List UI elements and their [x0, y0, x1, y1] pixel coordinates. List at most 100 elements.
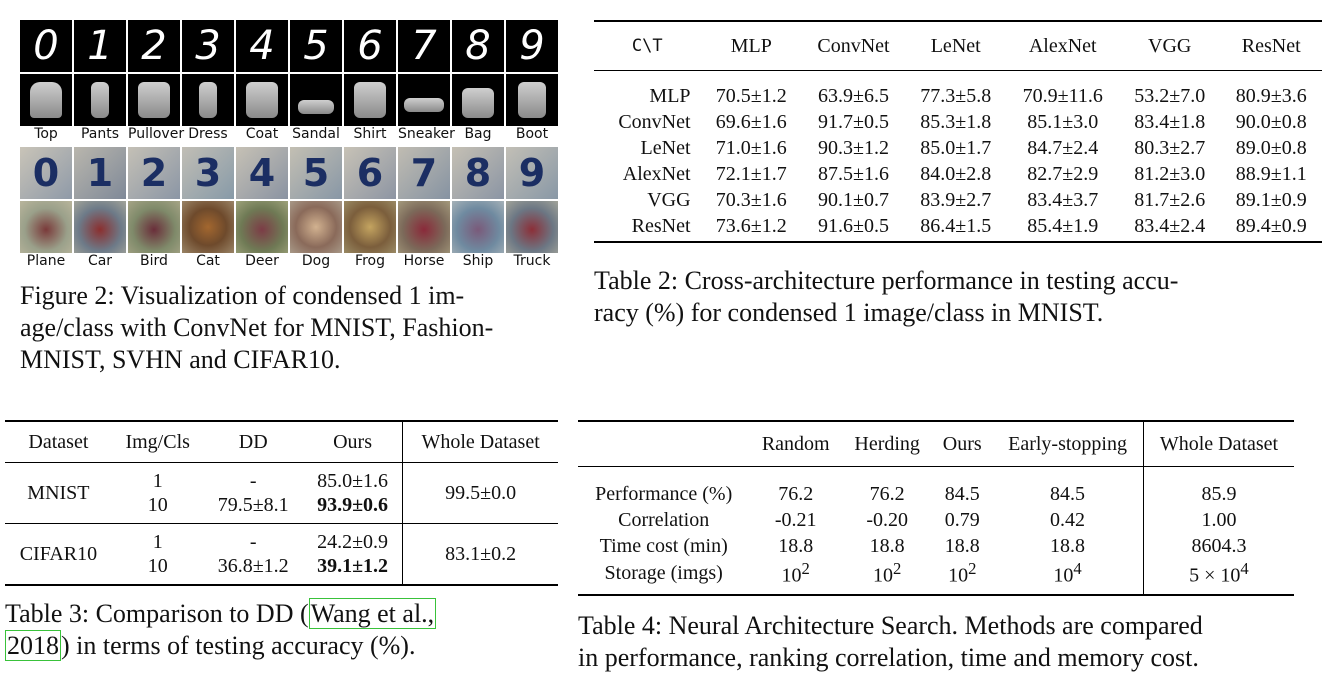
svhn-image: 6 [344, 147, 396, 199]
cifar-image [506, 201, 558, 253]
table-cell: 69.6±1.6 [715, 110, 787, 133]
table-row: Storage (imgs) 102 102 102 104 5 × 104 [578, 559, 1294, 596]
cifar-label: Deer [245, 253, 279, 269]
table-cell: 83.4±3.7 [1027, 188, 1099, 211]
mnist-image: 9 [506, 20, 558, 72]
citation-link[interactable]: 2018 [5, 630, 61, 661]
fashion-label: Bag [464, 126, 492, 142]
table-cell: 99.5±0.0 [402, 462, 558, 524]
table-cell: 1 10 [111, 462, 204, 524]
table-cell-best: 91.7±0.5 [818, 110, 889, 133]
caption-line: MNIST, SVHN and CIFAR10. [20, 345, 341, 374]
row-header: AlexNet [622, 162, 691, 185]
fashion-label: Top [34, 126, 58, 142]
fashion-label: Sneaker [398, 126, 455, 142]
cifar-row [20, 201, 560, 253]
table-cell: 83.1±0.2 [402, 523, 558, 586]
caption-text: Table 3: Comparison to DD ( [5, 599, 309, 628]
row-header: VGG [647, 188, 691, 211]
table-4: Random Herding Ours Early-stopping Whole… [578, 420, 1294, 674]
svhn-image: 3 [182, 147, 234, 199]
svhn-image: 0 [20, 147, 72, 199]
table-cell-best: 102 [749, 559, 843, 596]
table-cell: 76.2 [869, 482, 905, 505]
cifar-label: Bird [140, 253, 168, 269]
fashion-row [20, 74, 560, 126]
table-cell: 70.5±1.2 [715, 84, 787, 107]
dataset-name: MNIST [5, 462, 112, 524]
cifar-labels: Plane Car Bird Cat Deer Dog Frog Horse S… [20, 253, 560, 270]
table-row: AlexNet 72.1±1.7 87.5±1.6 84.0±2.8 82.7±… [594, 161, 1322, 187]
table-cell: 82.7±2.9 [1027, 162, 1099, 185]
column-header: Img/Cls [111, 420, 204, 463]
fashion-label: Coat [245, 126, 279, 142]
table-cell: 80.3±2.7 [1134, 136, 1206, 159]
cell-value: 36.8±1.2 [217, 555, 289, 577]
power-exponent: 4 [1073, 559, 1082, 578]
table-cell-best: 18.8 [944, 534, 980, 557]
table-cell-best: 84.5 [1050, 482, 1086, 505]
table-cell-best: 102 [842, 559, 933, 596]
table-row: Correlation -0.21 -0.20 0.79 0.42 1.00 [578, 507, 1294, 533]
table-cell: 85.1±3.0 [1027, 110, 1099, 133]
column-header: Ours [932, 420, 993, 467]
dataset-name: CIFAR10 [5, 523, 112, 586]
table-cell: 84.7±2.4 [1027, 136, 1099, 159]
cell-value: 10 [147, 555, 168, 577]
table-cell: 84.0±2.8 [920, 162, 992, 185]
table-cell: 90.1±0.7 [818, 188, 889, 211]
fashion-image [128, 74, 180, 126]
table-header-row: Dataset Img/Cls DD Ours Whole Dataset [5, 420, 558, 463]
table-cell-best: 0.79 [944, 508, 980, 531]
fashion-label: Pants [80, 126, 120, 142]
mnist-image: 8 [452, 20, 504, 72]
column-header [578, 420, 750, 467]
table-cell: 70.3±1.6 [715, 188, 787, 211]
table-cell: 90.3±1.2 [818, 136, 889, 159]
table-cell: 88.9±1.1 [1235, 162, 1307, 185]
table-cell: 63.9±6.5 [818, 84, 889, 107]
power-base: 10 [948, 564, 969, 587]
table-cell-best: 18.8 [778, 534, 814, 557]
table-cell: - 36.8±1.2 [203, 523, 303, 586]
fashion-label: Sandal [292, 126, 340, 142]
caption-line: Table 4: Neural Architecture Search. Met… [578, 610, 1203, 640]
caption-line: in performance, ranking correlation, tim… [578, 642, 1199, 672]
table-cell-best: 86.4±1.5 [904, 213, 1007, 243]
table-row: LeNet 71.0±1.6 90.3±1.2 85.0±1.7 84.7±2.… [594, 135, 1322, 161]
row-header: ResNet [594, 213, 701, 243]
mnist-image: 6 [344, 20, 396, 72]
table-cell: 81.2±3.0 [1134, 162, 1206, 185]
table-row: CIFAR10 1 10 - 36.8±1.2 24.2±0.9 39.1±1.… [5, 523, 558, 586]
table-4-caption: Table 4: Neural Architecture Search. Met… [578, 610, 1294, 674]
table-cell: 89.4±0.9 [1220, 213, 1322, 243]
table-row: Time cost (min) 18.8 18.8 18.8 18.8 8604… [578, 533, 1294, 559]
table-cell: -0.21 [774, 508, 817, 531]
power-base: 10 [873, 564, 893, 587]
table-header-row: C\T MLP ConvNet LeNet AlexNet VGG ResNet [594, 20, 1322, 71]
caption-line: Figure 2: Visualization of condensed 1 i… [20, 281, 465, 310]
table-cell: 0.42 [1050, 508, 1086, 531]
table-cell: - 79.5±8.1 [203, 462, 303, 524]
fashion-image [182, 74, 234, 126]
svhn-image: 2 [128, 147, 180, 199]
table-cell-best: 102 [932, 559, 993, 596]
svhn-image: 5 [290, 147, 342, 199]
corner-header: C\T [594, 20, 701, 71]
mnist-image: 7 [398, 20, 450, 72]
table-cell: 77.3±5.8 [920, 84, 992, 107]
fashion-label: Dress [188, 126, 228, 142]
citation-link[interactable]: Wang et al., [308, 598, 437, 629]
cell-value: - [249, 470, 257, 492]
power-exponent: 2 [893, 559, 902, 578]
svhn-image: 1 [74, 147, 126, 199]
svhn-image: 4 [236, 147, 288, 199]
table-cell: -0.20 [866, 508, 908, 531]
table-cell: 89.1±0.9 [1235, 188, 1307, 211]
table-cell: 24.2±0.9 39.1±1.2 [302, 523, 403, 586]
power-exponent: 2 [801, 559, 810, 578]
column-header: AlexNet [1006, 20, 1119, 71]
svhn-row: 0 1 2 3 4 5 6 7 8 9 [20, 147, 560, 199]
table-cell-best: 85.4±1.9 [1006, 213, 1119, 243]
fashion-image [290, 74, 342, 126]
